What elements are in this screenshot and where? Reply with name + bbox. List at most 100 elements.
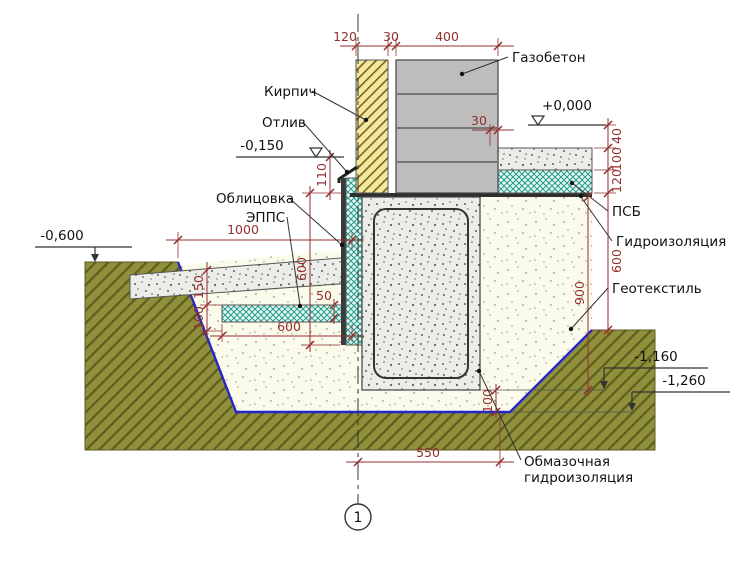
dim-backfill-right-value: 600 — [609, 249, 624, 273]
foundation-concrete — [361, 196, 481, 391]
label-kirpich: Кирпич — [264, 84, 369, 123]
level-arrowhead — [600, 381, 608, 389]
label-obmazochnaya-line2: гидроизоляция — [524, 470, 633, 486]
dim-apron-base-chain: 150 100 — [191, 262, 212, 338]
leader-dot — [569, 180, 575, 186]
dim-ticks — [305, 188, 315, 350]
label-gazobeton: Газобетон — [459, 50, 586, 77]
dim-ticks — [603, 120, 613, 198]
dim-insulation-depth-value: 600 — [294, 257, 309, 281]
level-minus-1260: -1,260 — [628, 373, 730, 411]
level-minus-0150: -0,150 — [236, 138, 344, 159]
label-psb-text: ПСБ — [612, 204, 641, 220]
leader-line — [580, 196, 613, 242]
dim-ticks — [329, 300, 339, 323]
dim-floor-insulation: 120 — [609, 169, 624, 193]
leader-line — [302, 121, 348, 173]
label-obmazochnaya: Обмазочная гидроизоляция — [476, 368, 633, 486]
dim-ticks — [583, 192, 593, 395]
label-kirpich-text: Кирпич — [264, 84, 317, 100]
dim-bedding-value: 100 — [480, 389, 495, 413]
label-epps: ЭППС — [246, 210, 303, 309]
axis-marker-number: 1 — [354, 510, 363, 526]
dim-air-gap: 30 — [383, 29, 399, 44]
dim-ticks — [485, 125, 503, 135]
label-otliv: Отлив — [262, 115, 350, 175]
axis-marker-circle — [344, 503, 372, 531]
wall-course-joints — [396, 93, 498, 163]
dim-apron-width-value: 1000 — [227, 222, 259, 237]
dim-apron-width: 1000 — [166, 222, 364, 245]
leader-dot — [578, 193, 584, 199]
level-triangle — [530, 115, 546, 127]
dim-ticks — [173, 235, 357, 245]
label-oblicovka: Облицовка — [216, 191, 345, 248]
dim-plinth-height-value: 110 — [314, 163, 329, 187]
rebar-cage-outline — [373, 208, 469, 379]
floor-psb-insulation — [497, 169, 593, 194]
level-line — [35, 246, 132, 257]
dim-floor-finish: 40 — [609, 128, 624, 144]
plinth-facing — [341, 178, 346, 345]
dim-ticks — [491, 385, 501, 417]
leader-dot — [344, 169, 350, 175]
leader-line — [311, 90, 367, 121]
dim-apron-base-top: 150 — [191, 275, 206, 299]
level-minus-1160-value: -1,160 — [634, 349, 678, 365]
leader-line — [461, 56, 509, 75]
vertical-xps-insulation — [345, 177, 363, 346]
leader-dot — [363, 117, 369, 123]
horizontal-waterproofing-band — [350, 193, 592, 197]
leader-line — [478, 370, 522, 461]
dim-foundation-width-value: 550 — [416, 445, 440, 460]
leader-dot — [568, 326, 574, 332]
leader-dot — [459, 71, 465, 77]
level-minus-0150-value: -0,150 — [240, 138, 284, 154]
brick-veneer — [355, 59, 389, 194]
level-triangle — [308, 147, 324, 159]
level-minus-0600: -0,600 — [35, 228, 132, 262]
label-gidroizolyaciya: Гидроизоляция — [578, 193, 726, 250]
label-otliv-text: Отлив — [262, 115, 306, 131]
label-geotekstil: Геотекстиль — [568, 281, 702, 332]
dim-insulation-depth: 600 — [294, 186, 315, 352]
dim-apron-insulation-width-value: 600 — [277, 319, 301, 334]
leader-line — [288, 197, 343, 246]
dim-top-chain: 120 30 400 — [333, 29, 514, 51]
elevation-extension-lines — [482, 389, 634, 413]
drip-flashing — [337, 165, 358, 183]
label-geotekstil-text: Геотекстиль — [612, 281, 702, 297]
dim-brick-width: 120 — [333, 29, 357, 44]
dim-ticks — [351, 41, 503, 51]
dim-foundation-height: 900 — [572, 191, 593, 396]
level-arrowhead — [628, 403, 636, 411]
dim-floor-layers-chain: 40 100 120 — [603, 118, 624, 200]
label-psb: ПСБ — [569, 180, 641, 220]
dim-wall-width: 400 — [435, 29, 459, 44]
dim-ticks — [603, 325, 613, 335]
dim-bedding: 100 — [480, 384, 501, 418]
leader-dot — [339, 242, 345, 248]
dim-floor-screed: 100 — [609, 147, 624, 171]
leader-line — [286, 216, 301, 306]
label-obmazochnaya-line1: Обмазочная — [524, 454, 610, 470]
dim-apron-insulation-width: 600 — [210, 319, 364, 341]
leader-dot — [297, 303, 303, 309]
label-gidroizolyaciya-text: Гидроизоляция — [616, 234, 726, 250]
dim-apron-base-bottom: 100 — [191, 306, 206, 330]
floor-screed — [497, 147, 593, 171]
label-oblicovka-text: Облицовка — [216, 191, 294, 207]
dim-backfill-right: 600 — [603, 193, 624, 336]
dim-apron-insulation-thickness-value: 50 — [316, 288, 332, 303]
level-minus-1260-value: -1,260 — [662, 373, 706, 389]
level-arrowhead — [91, 254, 99, 262]
label-gazobeton-text: Газобетон — [512, 50, 586, 66]
leader-line — [570, 287, 609, 330]
dim-floor-gap: 30 — [471, 113, 514, 135]
level-zero: +0,000 — [528, 98, 606, 127]
dim-floor-gap-value: 30 — [471, 113, 487, 128]
dim-foundation-height-value: 900 — [572, 281, 587, 305]
level-minus-0600-value: -0,600 — [40, 228, 84, 244]
